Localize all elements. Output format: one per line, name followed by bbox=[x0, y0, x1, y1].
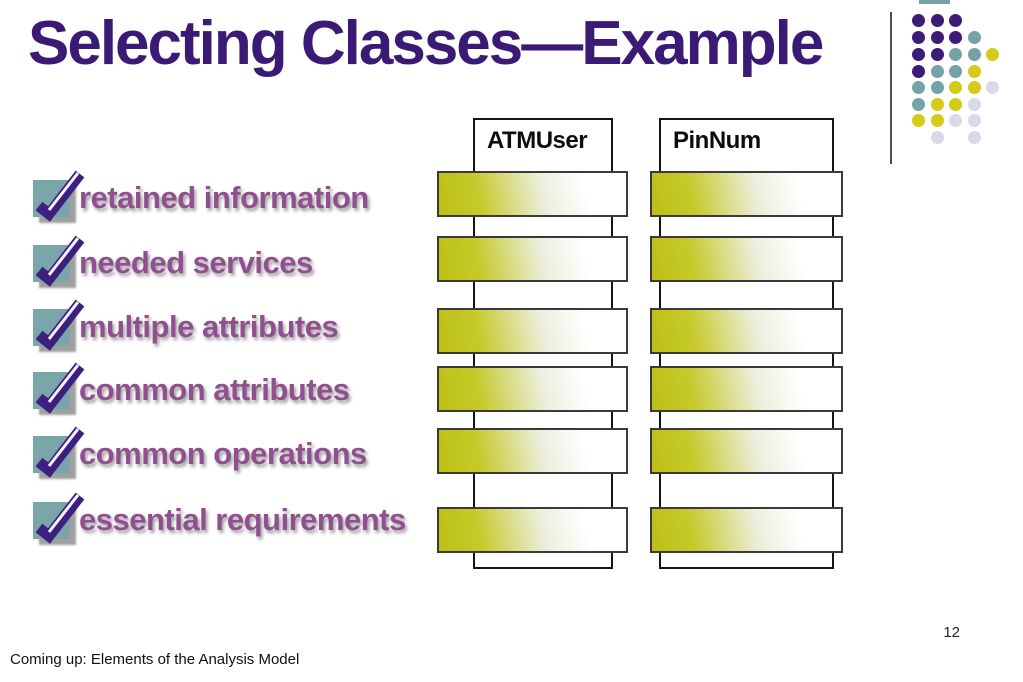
logo-dot-icon bbox=[912, 81, 925, 94]
teal-accent-bar bbox=[919, 0, 950, 4]
attribute-slot-bar bbox=[650, 236, 843, 282]
attribute-slot-bar bbox=[437, 366, 628, 412]
logo-dot-icon bbox=[912, 48, 925, 61]
attribute-slot-bar bbox=[650, 428, 843, 474]
logo-dot-icon bbox=[968, 131, 981, 144]
page-number: 12 bbox=[943, 624, 960, 641]
checklist-item-label: essential requirements bbox=[79, 502, 406, 537]
attribute-slot-bar bbox=[437, 428, 628, 474]
logo-dot-icon bbox=[931, 14, 944, 27]
logo-dot-icon bbox=[912, 98, 925, 111]
footer-note: Coming up: Elements of the Analysis Mode… bbox=[10, 651, 300, 668]
vertical-divider-line bbox=[890, 12, 892, 164]
checked-checkbox-icon bbox=[33, 426, 85, 478]
checklist-item-label: multiple attributes bbox=[79, 309, 339, 344]
checklist-item-label: common operations bbox=[79, 436, 367, 471]
logo-dot-icon bbox=[912, 114, 925, 127]
slide-title: Selecting Classes—Example bbox=[28, 9, 824, 78]
checked-checkbox-icon bbox=[33, 170, 85, 222]
logo-dot-icon bbox=[949, 81, 962, 94]
checklist-item-label: common attributes bbox=[79, 372, 350, 407]
logo-dot-icon bbox=[931, 81, 944, 94]
class-name: ATMUser bbox=[487, 127, 588, 154]
logo-dot-icon bbox=[968, 48, 981, 61]
logo-dot-icon bbox=[968, 65, 981, 78]
logo-dot-icon bbox=[968, 114, 981, 127]
attribute-slot-bar bbox=[650, 366, 843, 412]
attribute-slot-bar bbox=[650, 171, 843, 217]
attribute-slot-bar bbox=[437, 171, 628, 217]
checked-checkbox-icon bbox=[33, 362, 85, 414]
logo-dot-icon bbox=[949, 48, 962, 61]
attribute-slot-bar bbox=[650, 308, 843, 354]
checklist-item-label: needed services bbox=[79, 245, 313, 280]
logo-dot-icon bbox=[986, 81, 999, 94]
checked-checkbox-icon bbox=[33, 235, 85, 287]
logo-dot-icon bbox=[949, 31, 962, 44]
logo-dot-icon bbox=[931, 98, 944, 111]
logo-dot-icon bbox=[912, 31, 925, 44]
logo-dot-icon bbox=[912, 65, 925, 78]
logo-dot-icon bbox=[912, 14, 925, 27]
logo-dot-icon bbox=[931, 31, 944, 44]
attribute-slot-bar bbox=[437, 507, 628, 553]
logo-dot-icon bbox=[931, 65, 944, 78]
class-name: PinNum bbox=[673, 127, 761, 154]
logo-dot-icon bbox=[931, 114, 944, 127]
logo-dot-icon bbox=[968, 31, 981, 44]
checked-checkbox-icon bbox=[33, 299, 85, 351]
attribute-slot-bar bbox=[650, 507, 843, 553]
logo-dot-icon bbox=[931, 131, 944, 144]
logo-dot-icon bbox=[949, 14, 962, 27]
logo-dot-icon bbox=[949, 114, 962, 127]
checklist-item-label: retained information bbox=[79, 180, 369, 215]
logo-dot-icon bbox=[968, 81, 981, 94]
logo-dot-icon bbox=[931, 48, 944, 61]
checked-checkbox-icon bbox=[33, 492, 85, 544]
logo-dot-icon bbox=[968, 98, 981, 111]
logo-dot-icon bbox=[949, 65, 962, 78]
attribute-slot-bar bbox=[437, 236, 628, 282]
logo-dot-icon bbox=[986, 48, 999, 61]
logo-dot-icon bbox=[949, 98, 962, 111]
attribute-slot-bar bbox=[437, 308, 628, 354]
